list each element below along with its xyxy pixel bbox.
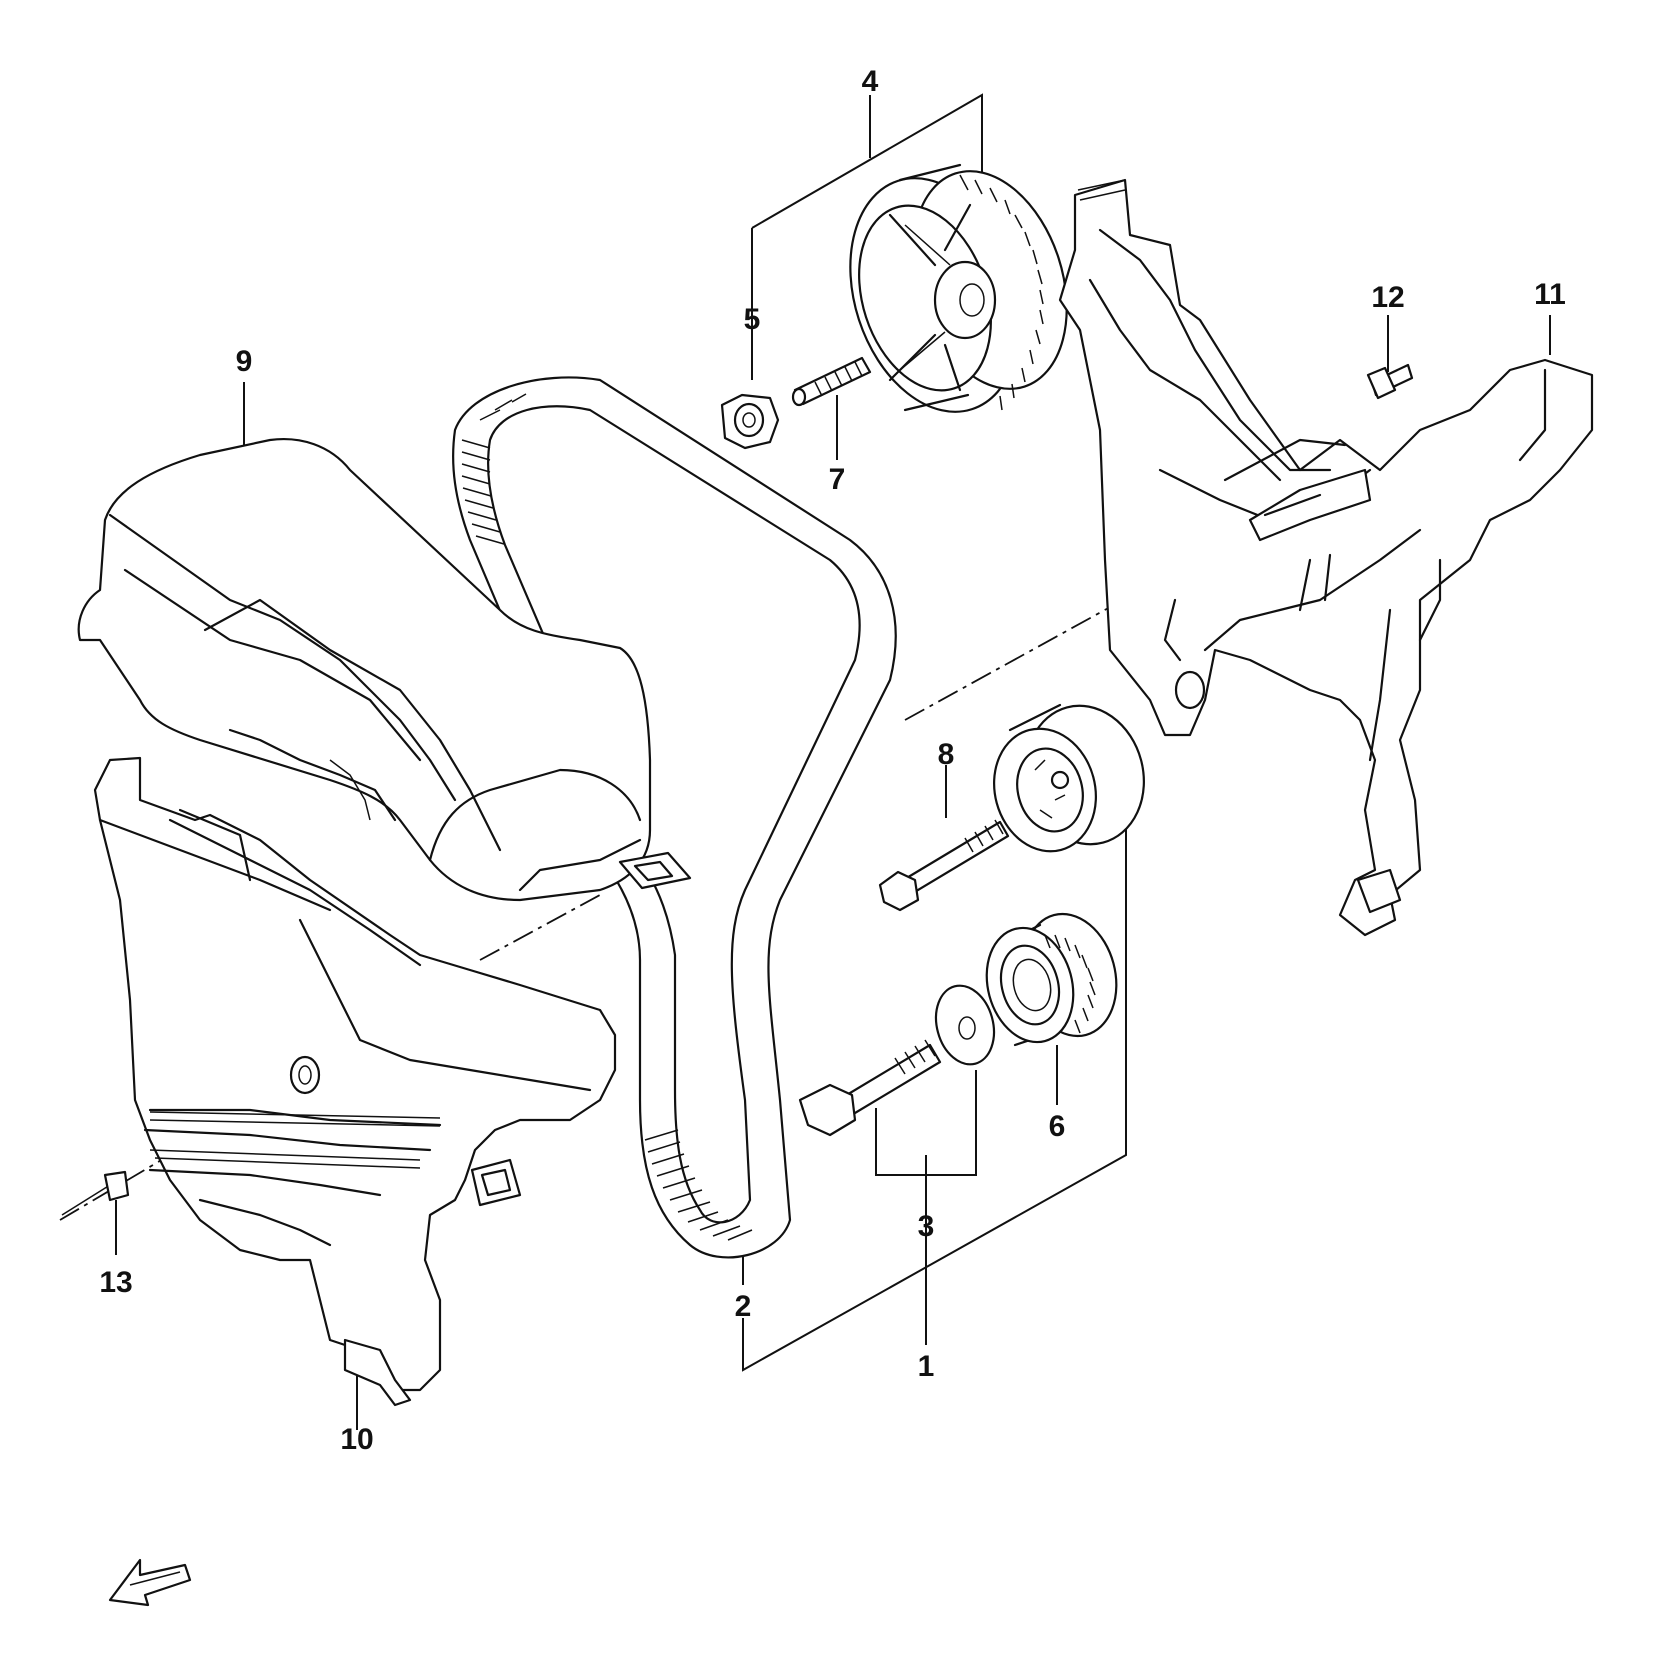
pulley-nut [720, 393, 780, 450]
crankshaft-sprocket [985, 912, 1118, 1047]
lower-timing-cover [93, 756, 617, 1407]
bolt-12 [1366, 363, 1414, 400]
label-13: 13 [99, 1266, 133, 1299]
upper-timing-cover [77, 438, 692, 902]
label-8: 8 [937, 738, 955, 771]
label-12: 12 [1371, 281, 1405, 314]
label-5: 5 [743, 303, 761, 336]
tensioner-pulley [993, 703, 1145, 853]
belt-teeth-lower [644, 1129, 753, 1241]
label-6: 6 [1048, 1110, 1066, 1143]
washer [934, 984, 996, 1066]
leader-lines [115, 93, 1551, 1430]
camshaft-pulley [849, 163, 1068, 413]
crank-bolt [798, 1039, 942, 1137]
tensioner-bolt [878, 819, 1010, 912]
label-11: 11 [1534, 278, 1566, 311]
label-9: 9 [235, 345, 253, 378]
forward-arrow-icon [108, 1558, 192, 1607]
label-1: 1 [917, 1350, 935, 1383]
label-3: 3 [917, 1210, 935, 1243]
stud-bolt [791, 356, 872, 407]
label-2: 2 [734, 1290, 752, 1323]
label-10: 10 [340, 1423, 374, 1456]
screw-13 [61, 1170, 130, 1216]
camshaft-pulley-teeth [959, 174, 1044, 411]
back-plate [1058, 178, 1594, 937]
label-4: 4 [861, 65, 879, 98]
belt-teeth-upper [461, 393, 527, 545]
label-7: 7 [828, 463, 846, 496]
